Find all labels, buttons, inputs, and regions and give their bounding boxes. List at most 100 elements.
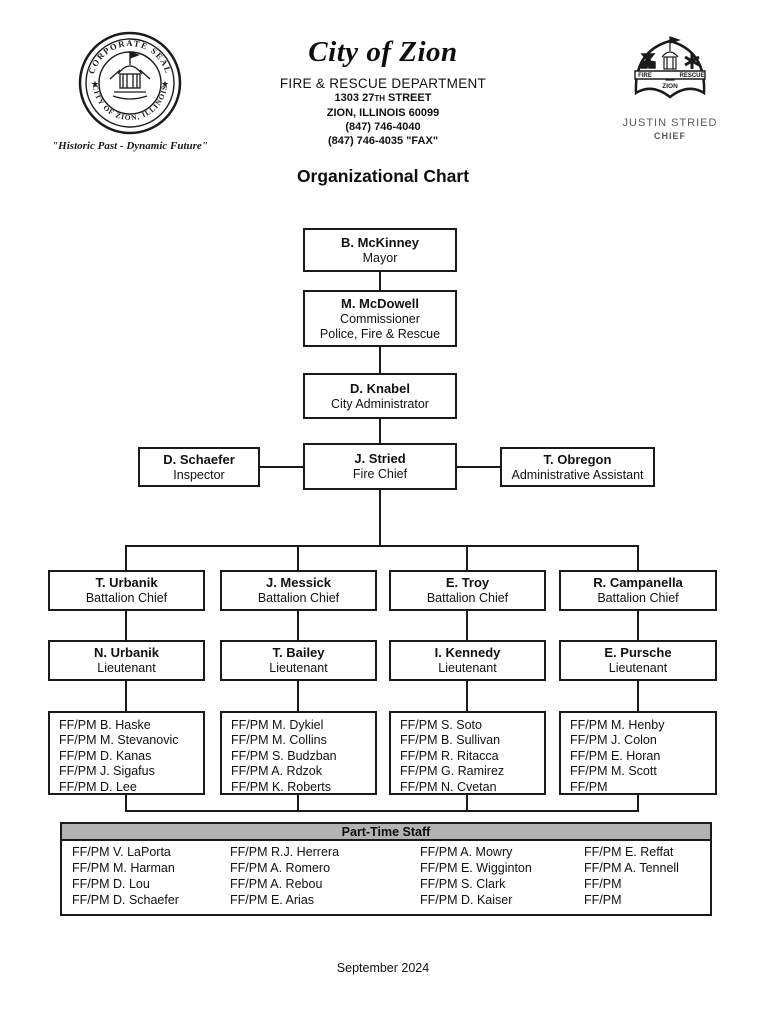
node-inspector: D. Schaefer Inspector [138, 447, 260, 487]
crew-1-member-4: FF/PM J. Sigafus [59, 764, 155, 779]
city-title: City of Zion [308, 36, 458, 68]
lieutenant-3-name: I. Kennedy [434, 645, 501, 660]
crew-1-member-2: FF/PM M. Stevanovic [59, 733, 179, 748]
crew-2-member-1: FF/PM M. Dykiel [231, 718, 324, 732]
crew-3-member-3: FF/PM R. Ritacca [400, 748, 499, 763]
admin-assistant-name: T. Obregon [543, 451, 612, 467]
battalion-chief-1-title: Battalion Chief [85, 591, 168, 605]
mayor-title: Mayor [362, 250, 398, 265]
connector-inspector-firechief [260, 466, 303, 468]
corporate-seal-icon: CORPORATE SEAL CITY OF ZION, ILLINOIS ★ … [78, 31, 182, 135]
connector-stub-col4 [637, 545, 639, 570]
crew-4-member-5: FF/PM [570, 779, 608, 794]
fire-chief-name: J. Stried [354, 451, 406, 466]
crew-3-member-2: FF/PM B. Sullivan [400, 733, 501, 748]
seal-star-left: ★ [91, 79, 99, 89]
pt-2-row-1: FF/PM R.J. Herrera [230, 845, 340, 859]
admin-assistant-title: Administrative Assistant [511, 467, 644, 482]
node-fire-chief: J. Stried Fire Chief [303, 443, 457, 490]
crew-3-member-5: FF/PM N. Cvetan [400, 779, 497, 794]
chief-name-label: JUSTIN STRIED [622, 117, 718, 129]
connector-crew-bracket-col3 [466, 795, 468, 812]
node-lieutenant-3: I. Kennedy Lieutenant [389, 640, 546, 681]
crew-4-member-3: FF/PM E. Horan [570, 748, 661, 763]
connector-firechief-dropline [379, 490, 381, 547]
lieutenant-1-name: N. Urbanik [93, 645, 159, 660]
crew-box-4: FF/PM M. Henby FF/PM J. Colon FF/PM E. H… [559, 711, 717, 795]
node-mayor: B. McKinney Mayor [303, 228, 457, 272]
connector-lt-crew-col3 [466, 681, 468, 711]
connector-crew-bracket-col1 [125, 795, 127, 812]
inspector-name: D. Schaefer [163, 451, 235, 467]
address1-ordinal: TH [374, 94, 385, 103]
document-date: September 2024 [336, 961, 430, 975]
connector-distribution-bar [125, 545, 639, 547]
address1-number: 1303 27 [334, 92, 375, 104]
node-admin-assistant: T. Obregon Administrative Assistant [500, 447, 655, 487]
battalion-chief-4-title: Battalion Chief [597, 591, 679, 605]
node-lieutenant-2: T. Bailey Lieutenant [220, 640, 377, 681]
badge-banner-right-text: RESCUE [679, 73, 704, 79]
crew-1-member-1: FF/PM B. Haske [59, 718, 151, 732]
pt-3-row-1: FF/PM A. Mowry [420, 845, 513, 859]
seal-star-right: ★ [161, 79, 169, 89]
administrator-name: D. Knabel [350, 380, 410, 396]
lieutenant-1-title: Lieutenant [97, 661, 156, 675]
crew-3-member-4: FF/PM G. Ramirez [400, 764, 505, 779]
part-time-staff-body: FF/PM V. LaPorta FF/PM M. Harman FF/PM D… [62, 841, 710, 914]
crew-box-3: FF/PM S. Soto FF/PM B. Sullivan FF/PM R.… [389, 711, 546, 795]
crew-2-member-2: FF/PM M. Collins [231, 733, 327, 748]
pt-4-row-1: FF/PM E. Reffat [584, 845, 674, 859]
seal-dome-emblem [109, 51, 151, 100]
crew-1-member-5: FF/PM D. Lee [59, 779, 137, 794]
page-title: Organizational Chart [296, 166, 470, 186]
pt-1-row-2: FF/PM M. Harman [72, 861, 175, 875]
part-time-column-1: FF/PM V. LaPorta FF/PM M. Harman FF/PM D… [72, 844, 230, 908]
connector-lt-crew-col1 [125, 681, 127, 711]
department-name: FIRE & RESCUE DEPARTMENT [279, 76, 487, 91]
fire-badge-block: FIRE RESCUE ZION JUSTIN STRIED CHIEF [600, 31, 740, 141]
connector-stub-col3 [466, 545, 468, 570]
connector-bc-lt-col1 [125, 611, 127, 640]
crew-2-member-5: FF/PM K. Roberts [231, 779, 332, 794]
part-time-column-3: FF/PM A. Mowry FF/PM E. Wigginton FF/PM … [420, 844, 584, 908]
battalion-chief-1-name: T. Urbanik [95, 575, 158, 590]
fire-department-badge-icon: FIRE RESCUE ZION [634, 36, 706, 99]
commissioner-name: M. McDowell [340, 295, 419, 311]
pt-3-row-3: FF/PM S. Clark [420, 877, 506, 891]
crew-box-1: FF/PM B. Haske FF/PM M. Stevanovic FF/PM… [48, 711, 205, 795]
connector-crew-bracket-col2 [297, 795, 299, 812]
crew-1-member-3: FF/PM D. Kanas [59, 748, 152, 763]
crew-2-member-3: FF/PM S. Budzban [231, 748, 337, 763]
address1-street: STREET [384, 92, 432, 104]
crew-4-member-4: FF/PM M. Scott [570, 764, 657, 779]
pt-3-row-4: FF/PM D. Kaiser [420, 893, 513, 907]
crew-2-member-4: FF/PM A. Rdzok [231, 764, 322, 779]
fax-line: (847) 746-4035 "FAX" [327, 135, 439, 147]
inspector-title: Inspector [173, 467, 225, 482]
pt-4-row-2: FF/PM A. Tennell [584, 861, 679, 875]
pt-2-row-4: FF/PM E. Arias [230, 893, 315, 907]
lieutenant-2-name: T. Bailey [272, 645, 325, 660]
battalion-chief-2-name: J. Messick [265, 575, 332, 590]
crew-4-member-2: FF/PM J. Colon [570, 733, 657, 748]
node-commissioner: M. McDowell Commissioner Police, Fire & … [303, 290, 457, 347]
address-line-2: ZION, ILLINOIS 60099 [326, 107, 440, 119]
mayor-name: B. McKinney [340, 234, 419, 250]
pt-4-row-4: FF/PM [584, 893, 622, 907]
administrator-title: City Administrator [331, 396, 429, 411]
address-line-1: 1303 27TH STREET [258, 91, 508, 106]
chief-title-label: CHIEF [654, 131, 686, 141]
connector-stub-col1 [125, 545, 127, 570]
department-header: City of Zion FIRE & RESCUE DEPARTMENT 13… [258, 36, 508, 148]
connector-lt-crew-col4 [637, 681, 639, 711]
seal-tagline: "Historic Past - Dynamic Future" [52, 140, 208, 152]
crew-3-member-1: FF/PM S. Soto [400, 718, 482, 732]
part-time-staff-table: Part-Time Staff FF/PM V. LaPorta FF/PM M… [60, 822, 712, 916]
lieutenant-2-title: Lieutenant [269, 661, 328, 675]
battalion-chief-3-title: Battalion Chief [426, 591, 509, 605]
part-time-staff-header: Part-Time Staff [62, 824, 710, 841]
commissioner-title: Commissioner [340, 311, 420, 326]
crew-box-2: FF/PM M. Dykiel FF/PM M. Collins FF/PM S… [220, 711, 377, 795]
part-time-column-4: FF/PM E. Reffat FF/PM A. Tennell FF/PM F… [584, 844, 704, 908]
